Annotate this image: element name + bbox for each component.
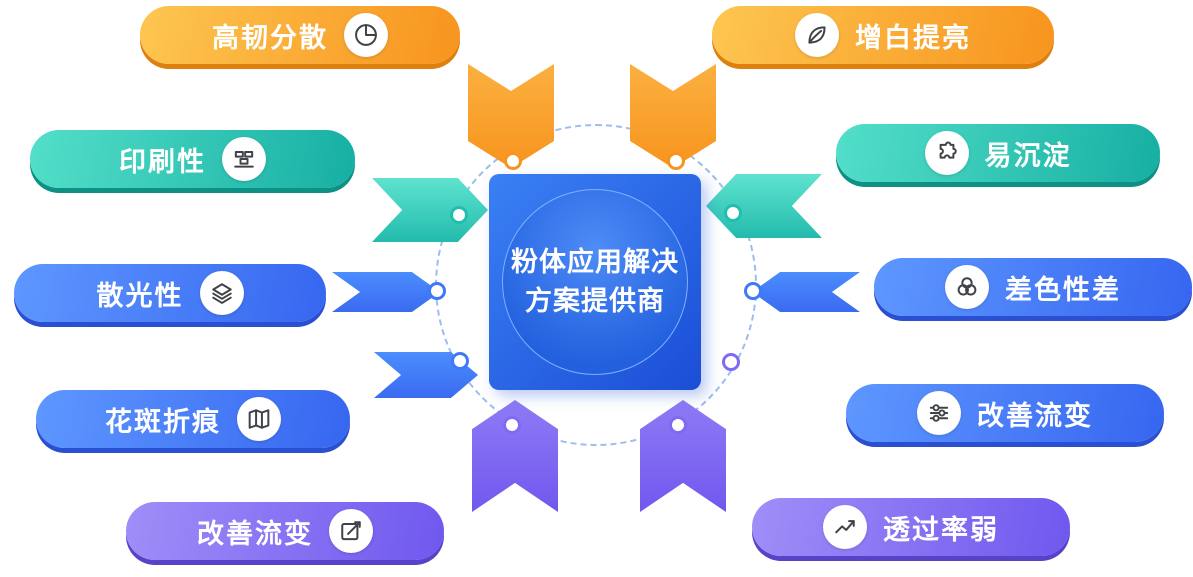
center-card: 粉体应用解决 方案提供商 [489, 174, 701, 390]
center-circle: 粉体应用解决 方案提供商 [502, 189, 688, 375]
map-icon [237, 397, 281, 441]
pill-label: 花斑折痕 [105, 406, 221, 437]
pill-whitening: 增白提亮 [712, 6, 1054, 64]
connector-dot [724, 204, 742, 222]
overlap-circles-icon [945, 265, 989, 309]
pill-label: 改善流变 [977, 400, 1093, 431]
trend-chart-icon [823, 505, 867, 549]
pill-transmittance: 透过率弱 [752, 498, 1070, 556]
center-title-line2: 方案提供商 [525, 286, 665, 316]
pill-label: 散光性 [96, 280, 184, 311]
pill-color-difference: 差色性差 [874, 258, 1192, 316]
pill-label: 差色性差 [1005, 274, 1121, 305]
connector-dot [451, 352, 469, 370]
connector-dot [722, 353, 740, 371]
layers-icon [199, 271, 244, 315]
connector-dot [669, 416, 687, 434]
connector-dot [744, 282, 762, 300]
connector-dot [428, 282, 446, 300]
pill-mottling: 花斑折痕 [36, 390, 350, 448]
center-title-line1: 粉体应用解决 [511, 246, 679, 277]
leaf-icon [795, 13, 839, 57]
print-blocks-icon [222, 137, 266, 181]
pie-chart-icon [344, 13, 388, 57]
connector-dot [504, 152, 522, 170]
connector-dot [450, 206, 468, 224]
ribbon-blue-right [752, 272, 860, 312]
edit-icon [329, 509, 373, 553]
ribbon-blue-left [332, 272, 440, 312]
pill-label: 印刷性 [119, 146, 206, 177]
connector-dot [503, 416, 521, 434]
pill-rheology-bottom: 改善流变 [126, 502, 444, 560]
pill-light-diffusion: 散光性 [14, 264, 326, 322]
pill-rheology-right: 改善流变 [846, 384, 1164, 442]
pill-label: 增白提亮 [855, 22, 971, 53]
pill-sedimentation: 易沉淀 [836, 124, 1160, 182]
connector-dot [667, 152, 685, 170]
pill-label: 改善流变 [197, 518, 313, 549]
pill-label: 透过率弱 [883, 514, 999, 545]
tune-icon [917, 391, 961, 435]
pill-label: 易沉淀 [984, 140, 1072, 171]
pill-printability: 印刷性 [30, 130, 355, 188]
pill-label: 高韧分散 [212, 22, 328, 53]
pill-dispersion: 高韧分散 [140, 6, 460, 64]
puzzle-icon [924, 131, 969, 175]
